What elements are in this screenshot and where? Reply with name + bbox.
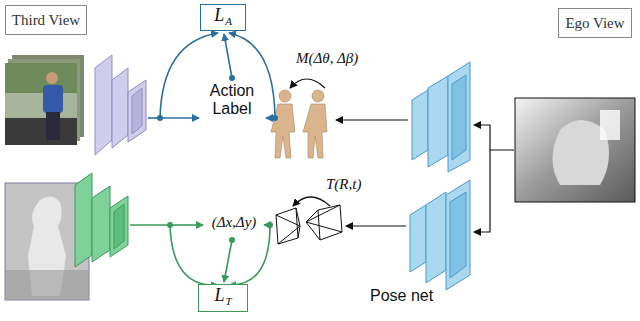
- camera-frustum: [276, 205, 342, 244]
- node-text: Third View: [12, 12, 80, 29]
- human-figure: [271, 90, 327, 158]
- view-label-box: Ego View: [558, 8, 632, 38]
- transform-label: M(Δθ, Δβ): [296, 50, 358, 67]
- module-label: Pose net: [370, 287, 433, 305]
- loss-box: LT: [198, 284, 248, 312]
- subscript: T: [225, 295, 231, 307]
- delta-label: (Δx,Δy): [204, 214, 264, 231]
- ego-depth-image: [515, 98, 635, 202]
- flow-arrows: [290, 79, 514, 232]
- view-label-box: Third View: [5, 5, 87, 35]
- cnn-stack: [410, 180, 470, 290]
- cnn-stack: [412, 62, 470, 172]
- node-text: L: [214, 285, 224, 306]
- translation-lines: [130, 225, 270, 285]
- cnn-stack: [75, 173, 128, 267]
- transform-label: T(R,t): [326, 176, 361, 193]
- loss-box: LA: [200, 4, 246, 31]
- dot: [157, 75, 278, 121]
- rgb-frames: [5, 55, 84, 145]
- node-text: Ego View: [565, 15, 624, 32]
- cnn-stack: [95, 55, 146, 155]
- action-lines: [148, 33, 275, 118]
- node-text: L: [214, 5, 224, 26]
- action-label: Action Label: [202, 82, 262, 119]
- subscript: A: [225, 15, 232, 27]
